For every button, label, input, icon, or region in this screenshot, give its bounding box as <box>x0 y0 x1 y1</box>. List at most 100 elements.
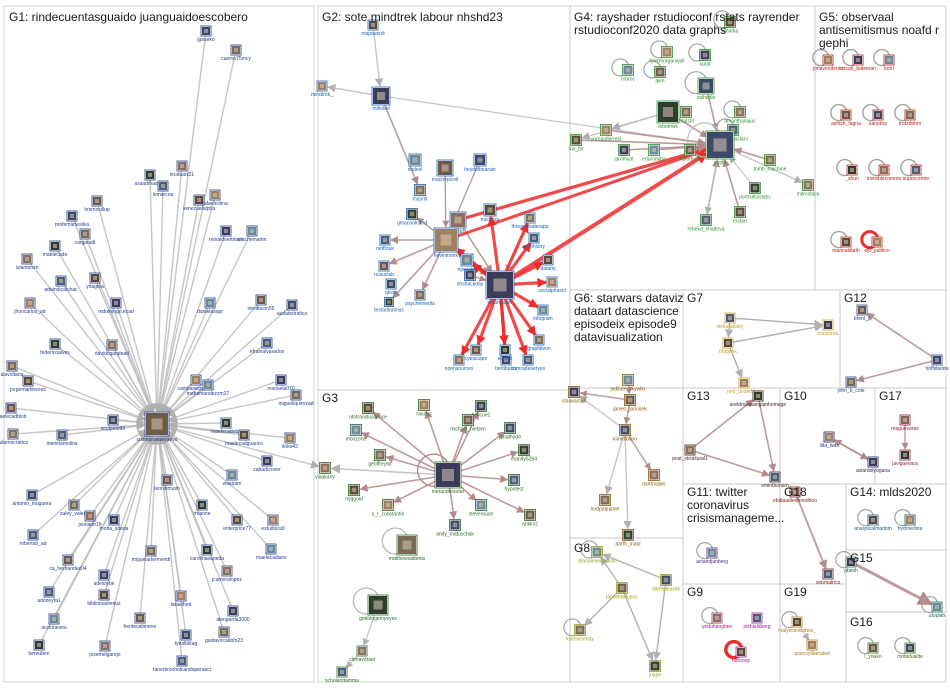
node-ebdiaadiedhoodhoo[interactable]: ebdiaadiedhoodhoo <box>773 486 817 504</box>
node-moozone[interactable]: moozone <box>346 424 367 443</box>
node-datamj[interactable]: datamj <box>540 254 556 272</box>
node-marinaldiath[interactable]: marinaldiath <box>832 236 860 254</box>
node-john_b_cole[interactable]: john_b_cole <box>837 376 865 394</box>
node-hrsmosillup[interactable]: hrsmosillup <box>84 195 110 213</box>
node-accioneseu[interactable]: accioneseu <box>41 613 67 631</box>
node-assadrhassan[interactable]: assadrhassan <box>134 169 166 187</box>
node-netftouk[interactable]: netftouk <box>376 234 394 252</box>
node-jcamoralopez[interactable]: jcamoralopez <box>211 565 242 583</box>
node-robroc[interactable]: robroc <box>621 64 636 83</box>
node-heydelbearain[interactable]: heydelbearain <box>464 153 496 173</box>
node-adamocratica[interactable]: adamocratica <box>0 428 28 446</box>
node-malyecieiisimos_[interactable]: malyecieiisimos_ <box>778 616 816 634</box>
node-tomb_machine[interactable]: tomb_machine <box>754 154 787 173</box>
node-jedilute_skywlkr[interactable]: jedilute_skywlkr <box>609 374 646 393</box>
node-danfelleasek[interactable]: danfelleasek <box>652 574 681 593</box>
node-mdomingoecad[interactable]: mdomingo.ecad <box>98 297 134 315</box>
node-dianaleaerdrams[interactable]: dianaleaerdrams <box>578 546 616 565</box>
node-reinaldoerblack[interactable]: reinaldoerblack <box>209 225 243 243</box>
node-tracieisa[interactable]: tracieisa <box>481 203 500 223</box>
node-graphileon[interactable]: graphileon <box>527 334 551 352</box>
node-cytoscape[interactable]: cytoscape <box>465 344 488 362</box>
node-leoninmush[interactable]: leoninmush <box>154 474 180 492</box>
node-machemartin[interactable]: machemartin <box>238 225 267 243</box>
node-danielasapr[interactable]: danielasapr <box>197 297 223 315</box>
node-mahemandezzm27[interactable]: mahemandezzm27 <box>187 379 230 397</box>
node-ankkv2[interactable]: ankkv2 <box>522 509 538 528</box>
node-joshleldberg[interactable]: joshleldberg <box>743 612 771 630</box>
node-adoneyfa1[interactable]: adoneyfa1 <box>37 586 61 604</box>
node-viastram[interactable]: viastram <box>223 469 242 487</box>
node-jorlavendento[interactable]: jorlavendento <box>812 54 843 72</box>
node-javiguevara[interactable]: javiguevara <box>891 449 918 467</box>
node-ksenseymay[interactable]: ksenseymay <box>566 624 594 643</box>
node-hydroedina[interactable]: hydroedina <box>898 514 923 532</box>
node-venezuelalpha[interactable]: venezuelalpha <box>183 194 215 212</box>
node-lobetmet[interactable]: lobetmet <box>656 100 680 130</box>
node-surat[interactable]: surat <box>699 49 711 68</box>
node-robertob_ad[interactable]: robertob_ad <box>20 529 47 547</box>
node-aiim[interactable]: aiim <box>654 66 666 85</box>
node-kntrl[interactable]: kntrl <box>883 54 895 72</box>
node-mindtrek_[interactable]: mindtrek_ <box>311 80 333 98</box>
node-utoplah[interactable]: utoplah <box>929 601 946 619</box>
node-marisela070[interactable]: marisela070 <box>267 374 295 392</box>
node-yriagtea[interactable]: yriagtea <box>86 272 104 290</box>
node-frentevalimorer[interactable]: frentevalimorer <box>123 612 157 630</box>
node-horooop[interactable]: horooop <box>732 646 751 664</box>
node-sculprov99[interactable]: sculprov99 <box>101 414 125 432</box>
node-estudiora9[interactable]: estudiora9 <box>261 514 285 532</box>
node-utotransluscence[interactable]: utotransluscence <box>349 402 387 421</box>
node-kevinmonk[interactable]: kevinmonk <box>433 227 458 259</box>
node-nodexl[interactable]: nodexl <box>408 153 423 173</box>
node-enterprice77[interactable]: enterprice77 <box>223 514 251 532</box>
node-trotzdehm[interactable]: trotzdehm <box>899 109 921 127</box>
node-ejo_publico[interactable]: ejo_publico <box>864 236 890 254</box>
node-amarka[interactable]: amarka <box>722 16 739 35</box>
node-pbesh[interactable]: pbesh <box>844 556 858 574</box>
node-jsoriano19[interactable]: jsoriano19 <box>77 510 102 528</box>
node-adexrebe[interactable]: adexrebe <box>94 569 115 587</box>
node-nhshackday[interactable]: nhshackday <box>457 269 484 288</box>
node-jgaseko[interactable]: jgaseko <box>196 25 215 43</box>
node-infogram[interactable]: infogram <box>533 304 553 322</box>
node-masntl[interactable]: masntl <box>413 184 428 203</box>
node-migueiartermendi[interactable]: migueiartermendi <box>132 545 171 563</box>
node-mandy5264[interactable]: mandy5264 <box>511 444 537 463</box>
node-adaindicalchac[interactable]: adaindicalchac <box>44 275 78 293</box>
node-maelecade[interactable]: maelecade <box>43 240 68 258</box>
node-cusmonafaieraevo[interactable]: cusmonafaieraevo <box>137 411 178 443</box>
node-hypotect[interactable]: hypotect <box>505 474 525 493</box>
node-comradeserves[interactable]: comradeserves <box>511 354 546 372</box>
node-invisiblecomma[interactable]: invisiblecomma <box>867 164 901 182</box>
node-l_youko[interactable]: l_youko <box>864 642 882 660</box>
node-campanegauco1[interactable]: campanegauco1 <box>178 374 215 392</box>
node-merandersotar[interactable]: merandersotar <box>432 461 465 495</box>
node-gmacoolcand[interactable]: gmacoolcand <box>397 208 427 227</box>
node-brent_jl[interactable]: brent_jl <box>854 304 870 322</box>
node-godologemyeyes[interactable]: godologemyeyes <box>359 594 397 622</box>
node-josemelgarejo[interactable]: josemelgarejo <box>88 640 121 658</box>
node-alavoltaria[interactable]: alavoltaria <box>1 360 24 378</box>
node-scholarstamma[interactable]: scholarstamma <box>325 666 359 684</box>
node-lemarcoa[interactable]: lemarcoa <box>153 180 174 198</box>
node-audatedratica[interactable]: audatedratica <box>277 299 308 317</box>
node-post_structural1[interactable]: post_structural1 <box>672 444 708 462</box>
node-antonio_muguera[interactable]: antonio_muguera <box>13 489 52 507</box>
node-laraeihed[interactable]: laraeihed <box>171 590 192 608</box>
node-qicoo[interactable]: qicoo <box>385 278 397 296</box>
node-rmanne[interactable]: rmanne <box>194 499 211 517</box>
node-michael_nielsen[interactable]: michael_nielsen <box>450 414 486 433</box>
node-eduramiba[interactable]: eduramiba <box>642 144 666 163</box>
node-aviardolyoguna[interactable]: aviardolyoguna <box>856 456 890 474</box>
node-sebmatrics[interactable]: sebmatrics <box>816 568 841 586</box>
node-carolinaeapeda[interactable]: carolinaeapeda <box>190 544 224 562</box>
node-iloke42[interactable]: iloke42 <box>282 432 298 450</box>
node-maelecadblob[interactable]: maelecadblob <box>0 402 27 420</box>
node-amanthanajuc[interactable]: amanthanajuc <box>724 106 756 125</box>
node-rafaelcolina[interactable]: rafaelcolina <box>202 189 228 207</box>
node-ned_underboor[interactable]: ned_underboor <box>727 377 761 395</box>
node-cargaradi[interactable]: cargaradi <box>75 228 96 246</box>
node-steverouse[interactable]: steverouse <box>469 499 494 518</box>
node-mihnkel[interactable]: mihnkel <box>371 86 391 112</box>
